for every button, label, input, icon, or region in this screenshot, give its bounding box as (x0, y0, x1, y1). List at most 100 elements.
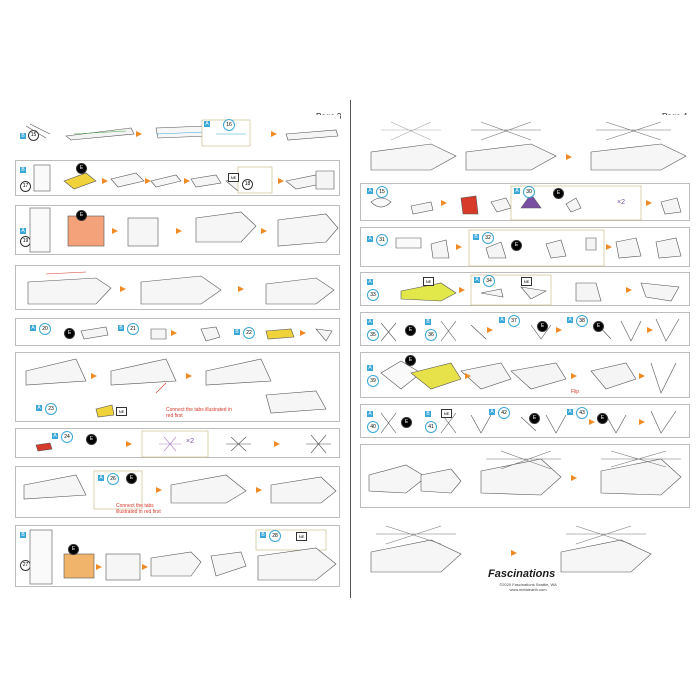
step-number-29: 15 (376, 186, 388, 198)
arrow-icon (261, 228, 267, 234)
arrow-icon (142, 564, 148, 570)
badge-ne: NE (441, 409, 452, 418)
badge-e: E (76, 210, 87, 221)
step-row-helicopter-top (360, 115, 690, 177)
badge-a: A (204, 121, 210, 127)
arrow-icon (238, 286, 244, 292)
step-row-17-18: B 17 E NE 18 (15, 160, 340, 196)
step-number-36: 36 (425, 329, 437, 341)
arrow-icon (566, 154, 572, 160)
step-row-assembly (15, 265, 340, 310)
badge-b: B (20, 532, 26, 538)
multiplier-x2: ×2 (617, 199, 625, 206)
arrow-icon (184, 178, 190, 184)
badge-ne: NE (228, 173, 239, 182)
badge-a: A (36, 405, 42, 411)
arrow-icon (465, 373, 471, 379)
step-number-17: 17 (20, 181, 31, 192)
step-illustration (23, 470, 337, 510)
multiplier-x2: ×2 (186, 438, 194, 445)
step-row-35-38: A 35 B 36 A 37 A 38 E E E (360, 312, 690, 346)
arrow-icon (556, 327, 562, 333)
badge-e: E (593, 321, 604, 332)
step-row-40-43: A 40 B 41 A 42 A 43 NE E E E (360, 404, 690, 438)
arrow-icon (120, 286, 126, 292)
step-number-30: 30 (523, 186, 535, 198)
badge-a: A (367, 319, 373, 325)
badge-e: E (529, 413, 540, 424)
arrow-icon (589, 419, 595, 425)
step-number-35: 35 (367, 329, 379, 341)
step-number-20: 20 (39, 323, 51, 335)
badge-ne: NE (521, 277, 532, 286)
arrow-icon (256, 487, 262, 493)
step-illustration (380, 360, 677, 394)
step-row-31-32: A 31 B 32 E (360, 227, 690, 267)
step-number-21: 21 (127, 323, 139, 335)
step-illustration (25, 358, 327, 418)
arrow-icon (571, 475, 577, 481)
badge-e: E (597, 413, 608, 424)
step-number-37: 37 (508, 315, 520, 327)
arrow-icon (126, 441, 132, 447)
arrow-icon (511, 550, 517, 556)
arrow-icon (136, 131, 142, 137)
badge-a: A (20, 228, 26, 234)
step-row-27-28: B 27 E B 28 NE (15, 525, 340, 587)
arrow-icon (91, 373, 97, 379)
website: www.metalearth.com (509, 587, 547, 592)
arrow-icon (487, 327, 493, 333)
step-row-26: A 26 E Connect the tabs illustrated in r… (15, 466, 340, 518)
connect-tabs-note: Connect the tabs illustrated in red firs… (116, 503, 161, 515)
arrow-icon (112, 228, 118, 234)
step-number-41: 41 (425, 421, 437, 433)
arrow-icon (639, 373, 645, 379)
badge-e: E (405, 325, 416, 336)
step-number-18: 18 (242, 179, 253, 190)
step-number-42: 42 (498, 407, 510, 419)
step-number-26: 26 (107, 473, 119, 485)
arrow-icon (145, 178, 151, 184)
badge-e: E (401, 417, 412, 428)
step-illustration (25, 119, 339, 147)
step-illustration (35, 430, 331, 458)
badge-b: B (260, 532, 266, 538)
arrow-icon (176, 228, 182, 234)
badge-a: A (367, 188, 373, 194)
arrow-icon (647, 327, 653, 333)
step-row-24-25: A 24 B 25 E ×2 (15, 428, 340, 458)
step-row-23: A 23 NE Connect the tabs illustrated in … (15, 352, 340, 422)
badge-a: A (367, 411, 373, 417)
step-number-40: 40 (367, 421, 379, 433)
page-divider (350, 100, 351, 598)
arrow-icon (171, 330, 177, 336)
step-row-39: A 39 E Flip (360, 352, 690, 398)
badge-a: A (367, 279, 373, 285)
badge-a: A (367, 236, 373, 242)
step-row-33-34: A 33 NE A 34 NE (360, 272, 690, 306)
arrow-icon (441, 200, 447, 206)
badge-b: B (234, 329, 240, 335)
badge-a: A (474, 277, 480, 283)
badge-e: E (76, 163, 87, 174)
arrow-icon (571, 373, 577, 379)
step-illustration (370, 525, 652, 573)
arrow-icon (456, 244, 462, 250)
step-number-16: 16 (223, 119, 235, 131)
badge-e: E (64, 328, 75, 339)
step-row-29-30: A 15 A 30 E ×2 (360, 183, 690, 221)
step-row-final (360, 515, 690, 587)
step-row-20-22: A 20 B 21 B 22 E (15, 318, 340, 346)
step-number-22: 22 (243, 327, 255, 339)
arrow-icon (278, 178, 284, 184)
arrow-icon (300, 330, 306, 336)
step-illustration (29, 529, 337, 585)
badge-b: B (118, 325, 124, 331)
arrow-icon (96, 564, 102, 570)
step-illustration (368, 450, 682, 496)
badge-a: A (514, 188, 520, 194)
badge-e: E (126, 473, 137, 484)
badge-ne: NE (296, 532, 307, 541)
badge-b: B (425, 411, 431, 417)
arrow-icon (626, 287, 632, 293)
